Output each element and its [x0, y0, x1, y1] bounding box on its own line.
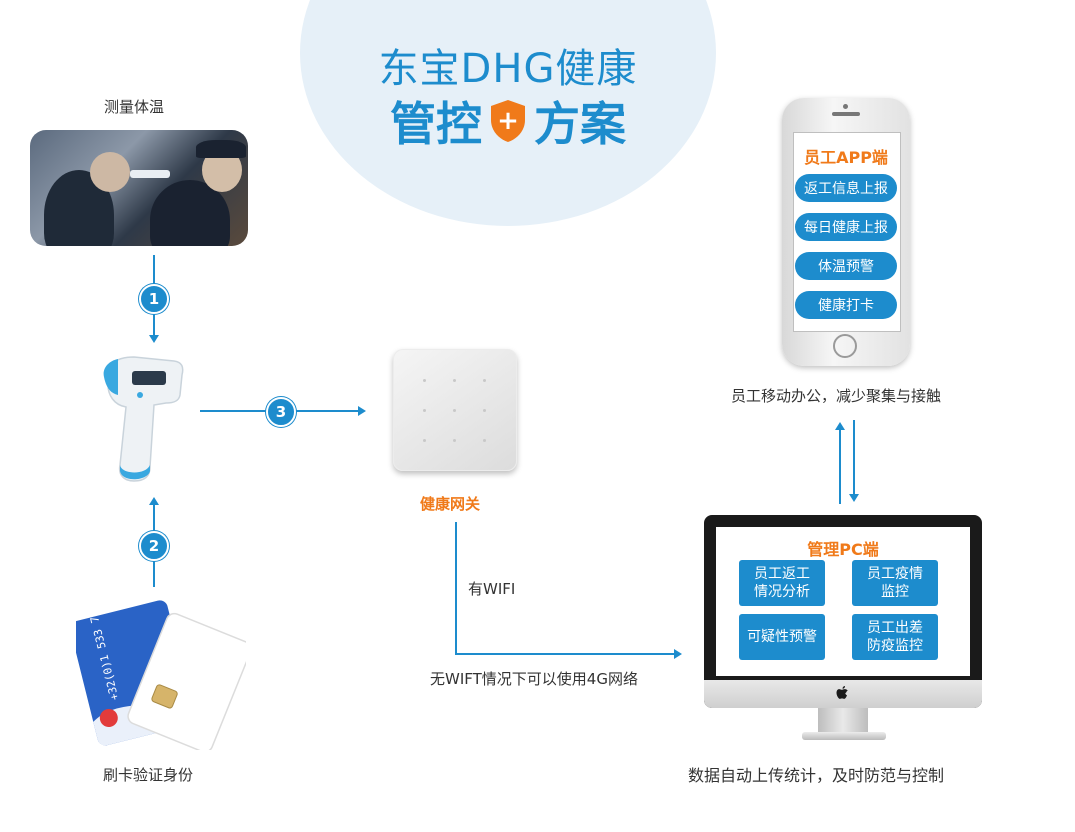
phone-camera	[843, 104, 848, 109]
caption-no-wifi: 无WIFT情况下可以使用4G网络	[430, 670, 638, 688]
pc-stand-base	[802, 732, 886, 740]
step-badge-3: 3	[266, 397, 296, 427]
id-cards-icon: +32(0)1 533 75 75	[76, 590, 246, 750]
app-title: 员工APP端	[804, 148, 888, 167]
thermometer-gun-icon	[103, 356, 184, 482]
caption-measure-temp: 测量体温	[104, 98, 165, 116]
title-line-1: 东宝DHG健康	[378, 46, 638, 92]
app-button-return-info: 返工信息上报	[795, 174, 897, 202]
title-line-2-left: 管控	[390, 97, 482, 151]
caption-gateway: 健康网关	[420, 495, 481, 513]
apple-logo-icon	[836, 685, 850, 701]
temperature-photo	[30, 130, 248, 246]
app-button-daily-health: 每日健康上报	[795, 213, 897, 241]
phone-speaker	[832, 112, 860, 116]
pc-tile-suspicious-warning: 可疑性预警	[739, 614, 825, 660]
caption-mobile-office: 员工移动办公，减少聚集与接触	[731, 387, 942, 405]
caption-wifi: 有WIFI	[468, 580, 516, 598]
title-line-2-right: 方案	[534, 97, 626, 151]
health-gateway-device	[393, 349, 517, 471]
shield-plus-icon: +	[491, 100, 525, 142]
step-badge-2: 2	[139, 531, 169, 561]
step-badge-1: 1	[139, 284, 169, 314]
pc-stand	[818, 708, 868, 734]
gateway-to-pc-arrow	[455, 522, 682, 659]
pc-tile-epidemic-monitor: 员工疫情 监控	[852, 560, 938, 606]
shield-plus-glyph: +	[497, 106, 519, 136]
phone-home-button	[833, 334, 857, 358]
caption-card-verify: 刷卡验证身份	[103, 766, 194, 784]
app-button-health-checkin: 健康打卡	[795, 291, 897, 319]
title-line-2: 管控 + 方案	[300, 88, 716, 154]
caption-data-upload: 数据自动上传统计，及时防范与控制	[688, 766, 945, 785]
pc-tile-return-analysis: 员工返工 情况分析	[739, 560, 825, 606]
pc-title: 管理PC端	[807, 540, 879, 559]
phone-pc-sync-arrows	[835, 420, 859, 504]
pc-tile-travel-monitor: 员工出差 防疫监控	[852, 614, 938, 660]
app-button-temp-warning: 体温预警	[795, 252, 897, 280]
